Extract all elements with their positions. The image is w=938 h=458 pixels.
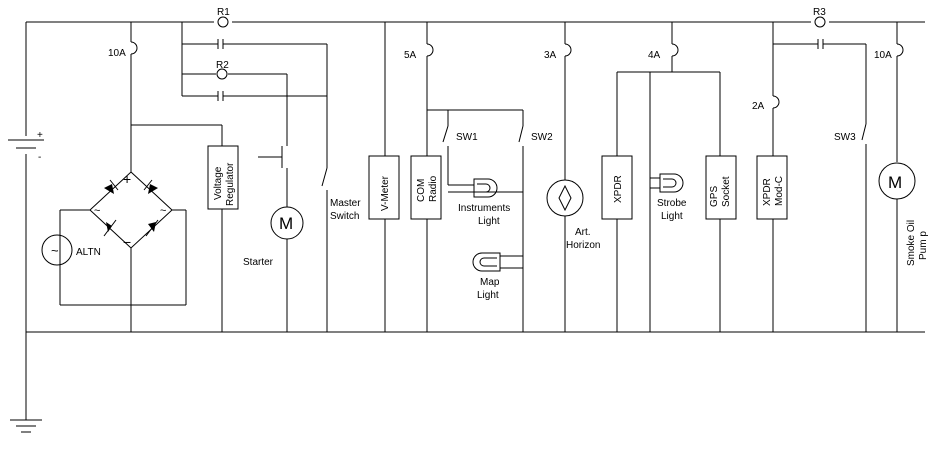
fuse-10a-right-label: 10A bbox=[874, 50, 892, 61]
resistor-r1: R1 bbox=[217, 7, 230, 28]
smoke-oil-pump-line1: Smoke Oil bbox=[906, 220, 917, 266]
v-meter-label: V-Meter bbox=[380, 175, 391, 211]
sw3-label: SW3 bbox=[834, 132, 856, 143]
r3-label: R3 bbox=[813, 7, 826, 18]
fuse-4a-label: 4A bbox=[648, 50, 661, 61]
alternator: ~ ALTN bbox=[41, 234, 101, 266]
starter-label: Starter bbox=[243, 257, 274, 268]
xpdr-modc-line1: XPDR bbox=[762, 178, 773, 206]
master-switch: Master Switch bbox=[321, 44, 361, 332]
art-horizon: Art. Horizon bbox=[546, 179, 600, 332]
smoke-oil-pump-motor-icon: M bbox=[888, 173, 902, 192]
voltage-regulator-line2: Regulator bbox=[225, 162, 236, 206]
fuse-3a-label: 3A bbox=[544, 50, 557, 61]
strobe-light-line1: Strobe bbox=[657, 198, 687, 209]
art-horizon-line1: Art. bbox=[575, 227, 591, 238]
battery-plus-label: + bbox=[37, 130, 43, 141]
instruments-light-line1: Instruments bbox=[458, 203, 510, 214]
instruments-light-line2: Light bbox=[478, 216, 500, 227]
xpdr-modc-line2: Mod-C bbox=[774, 176, 785, 206]
fuse-4a: 4A bbox=[617, 22, 720, 73]
map-light-line1: Map bbox=[480, 277, 500, 288]
com-radio-line1: COM bbox=[416, 179, 427, 202]
smoke-oil-pump: M Smoke Oil Pum p bbox=[878, 162, 929, 332]
smoke-oil-pump-line2: Pum p bbox=[918, 231, 929, 260]
map-light-line2: Light bbox=[477, 290, 499, 301]
voltage-regulator-line1: Voltage bbox=[213, 166, 224, 200]
gps-socket-line2: Socket bbox=[721, 176, 732, 207]
alternator-label: ALTN bbox=[76, 247, 101, 258]
switch-sw1: SW1 bbox=[427, 109, 523, 185]
capacitors-left bbox=[182, 39, 327, 101]
fuse-10a-right: 10A bbox=[874, 22, 904, 162]
gps-socket-line1: GPS bbox=[709, 186, 720, 207]
battery: + - bbox=[8, 130, 44, 163]
xpdr-modc: XPDR Mod-C bbox=[756, 155, 788, 332]
com-radio-line2: Radio bbox=[428, 175, 439, 202]
fuse-5a-label: 5A bbox=[404, 50, 417, 61]
switch-sw2: SW2 bbox=[518, 110, 553, 332]
fuse-5a: 5A bbox=[404, 22, 434, 156]
master-switch-line1: Master bbox=[330, 198, 361, 209]
battery-minus-label: - bbox=[38, 152, 41, 163]
v-meter: V-Meter bbox=[368, 22, 400, 332]
gps-socket: GPS Socket bbox=[705, 72, 737, 332]
alternator-wave-icon: ~ bbox=[51, 243, 59, 258]
sw2-label: SW2 bbox=[531, 132, 553, 143]
bridge-plus-label: + bbox=[123, 171, 131, 187]
resistor-r3: R3 bbox=[813, 7, 826, 28]
strobe-light-line2: Light bbox=[661, 211, 683, 222]
bus-rails bbox=[25, 21, 925, 420]
fuse-10a-left-label: 10A bbox=[108, 48, 126, 59]
switch-sw3: SW3 bbox=[834, 44, 867, 332]
bridge-minus-label: − bbox=[123, 234, 131, 250]
starter-motor-icon: M bbox=[279, 214, 293, 233]
starter: M Starter bbox=[243, 74, 304, 332]
art-horizon-line2: Horizon bbox=[566, 240, 600, 251]
master-switch-line2: Switch bbox=[330, 211, 359, 222]
fuse-3a: 3A bbox=[544, 22, 572, 180]
fuse-2a-label: 2A bbox=[752, 101, 765, 112]
com-radio: COM Radio bbox=[410, 155, 442, 332]
strobe-light: Strobe Light bbox=[649, 72, 687, 332]
fuse-10a-left: 10A bbox=[108, 22, 138, 172]
rectifier-bridge: + − ~ ~ bbox=[59, 171, 187, 332]
r1-label: R1 bbox=[217, 7, 230, 18]
bridge-ac-right-label: ~ bbox=[160, 205, 166, 217]
instruments-light: Instruments Light bbox=[448, 178, 523, 227]
sw1-label: SW1 bbox=[456, 132, 478, 143]
capacitor-right bbox=[773, 39, 866, 49]
resistor-r2: R2 bbox=[181, 22, 287, 96]
fuse-2a: 2A bbox=[752, 22, 780, 156]
map-light: Map Light bbox=[472, 252, 523, 301]
r2-label: R2 bbox=[216, 60, 229, 71]
xpdr: XPDR bbox=[601, 72, 633, 332]
xpdr-label: XPDR bbox=[613, 175, 624, 203]
bridge-ac-left-label: ~ bbox=[94, 205, 100, 217]
voltage-regulator: Voltage Regulator bbox=[131, 124, 239, 332]
ground-icon bbox=[10, 419, 42, 433]
